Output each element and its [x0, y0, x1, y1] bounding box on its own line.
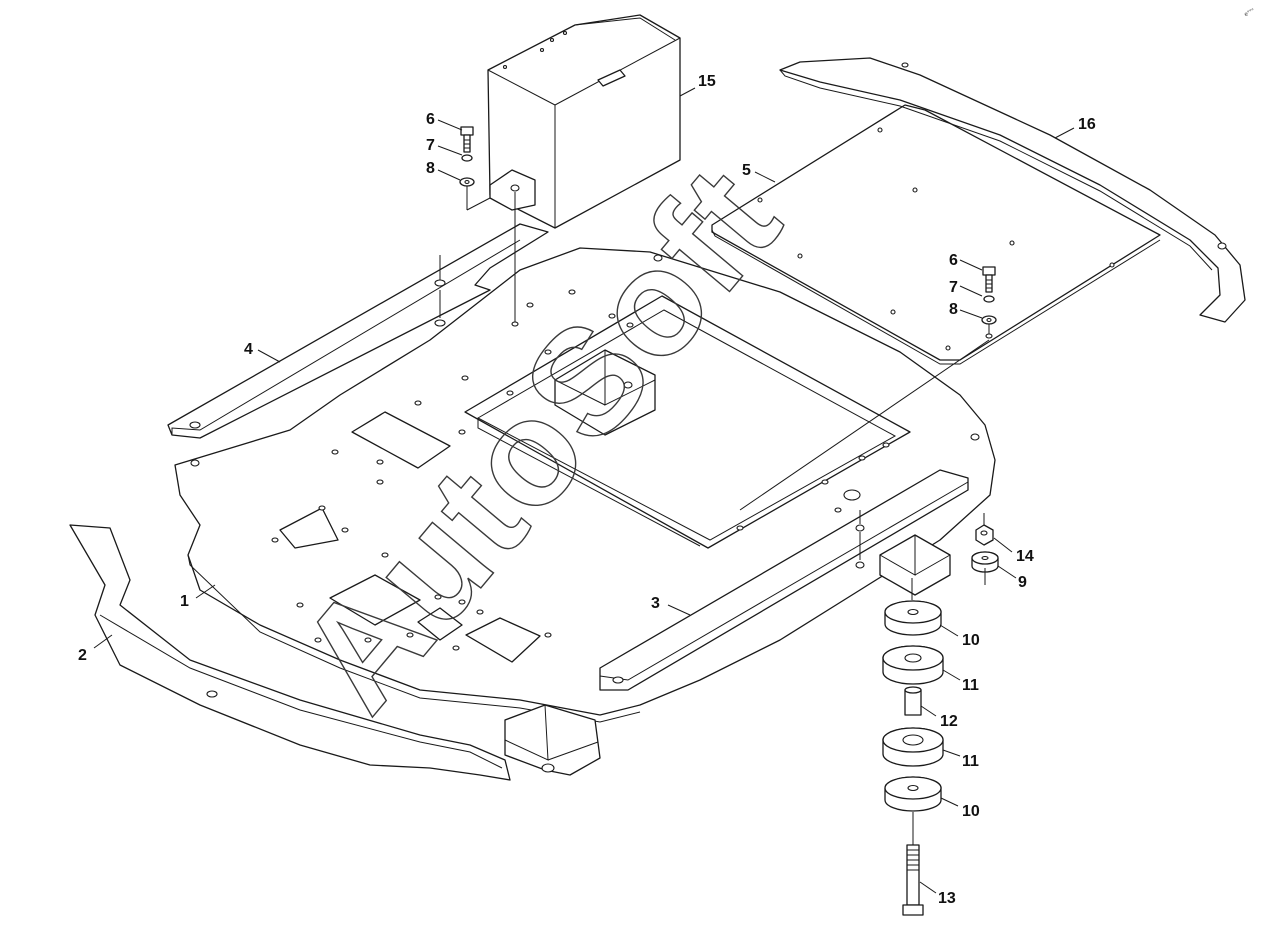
callout-12: 12	[940, 713, 958, 730]
fastener-set-left	[459, 126, 491, 211]
callout-10-top: 10	[962, 632, 980, 649]
callout-leaders	[93, 87, 1075, 894]
isolator-stack	[882, 513, 999, 916]
callout-11-bottom: 11	[962, 753, 979, 770]
part-1-floor-plate	[174, 247, 996, 723]
callout-8-left: 8	[426, 160, 435, 177]
callout-5: 5	[742, 162, 751, 179]
callout-1: 1	[180, 593, 189, 610]
mount-bracket-rear	[879, 534, 951, 596]
callout-7-left: 7	[426, 137, 435, 154]
callout-13: 13	[938, 890, 956, 907]
callout-labels: 1 2 3 4 5 6 7 8 6 7 8 9 10 11 12 11 10 1…	[78, 73, 1096, 907]
callout-8-right: 8	[949, 301, 958, 318]
fastener-set-right	[739, 266, 997, 511]
callout-6-left: 6	[426, 111, 435, 128]
floor-plate-holes	[190, 254, 980, 651]
part-2-front-skirt	[69, 524, 511, 781]
callout-7-right: 7	[949, 279, 958, 296]
part-16-curved-trim	[779, 57, 1246, 323]
callout-2: 2	[78, 647, 87, 664]
part-15-box	[487, 14, 681, 327]
part-3-right-rail	[599, 469, 969, 691]
callout-11-top: 11	[962, 677, 979, 694]
corner-code: e°°°	[1244, 8, 1257, 18]
callout-3: 3	[651, 595, 660, 612]
callout-4: 4	[244, 341, 253, 358]
callout-14: 14	[1016, 548, 1034, 565]
callout-6-right: 6	[949, 252, 958, 269]
mount-bracket-front	[504, 704, 601, 776]
callout-15: 15	[698, 73, 716, 90]
callout-9: 9	[1018, 574, 1027, 591]
part-4-left-rail	[167, 223, 549, 439]
callout-16: 16	[1078, 116, 1096, 133]
callout-10-bottom: 10	[962, 803, 980, 820]
part-5-floor-panel	[711, 104, 1161, 365]
